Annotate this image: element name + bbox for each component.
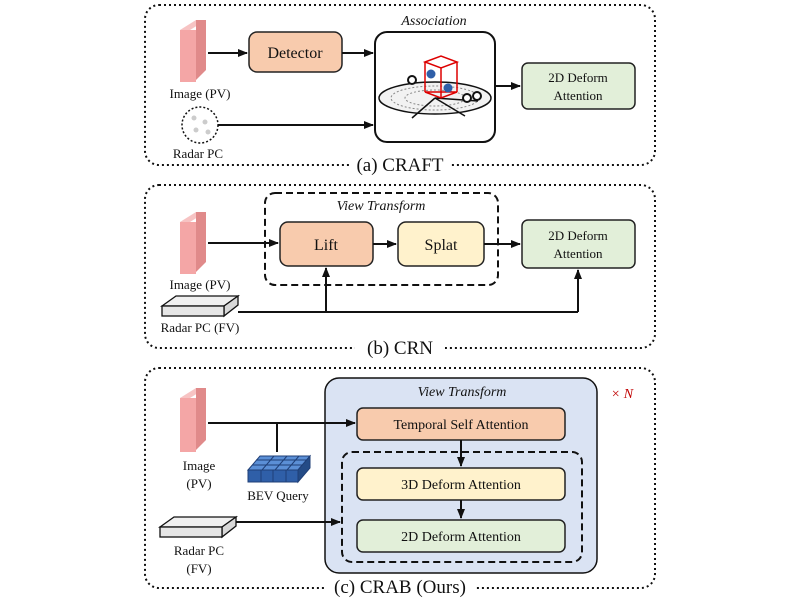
deform-line2-b: Attention [553, 246, 603, 261]
deform-2d-attention-label: 2D Deform Attention [401, 530, 521, 545]
view-transform-label-c: View Transform [418, 385, 507, 400]
radar-pc-fv-icon-b [159, 294, 241, 318]
radar-pc-icon [181, 106, 219, 144]
radar-pc-fv-label-b: Radar PC (FV) [161, 320, 240, 335]
radar-pc-label: Radar PC [173, 146, 223, 161]
bev-query-label: BEV Query [247, 488, 309, 503]
section-b-crn: (b) CRN View Transform Image (PV) Radar … [144, 184, 656, 359]
radar-line1-c: Radar PC [174, 543, 224, 558]
image-pv-icon-c [180, 388, 206, 452]
section-c-crab: (c) CRAB (Ours) View Transform × N Tempo… [144, 367, 656, 598]
bev-query-icon [246, 454, 312, 484]
lift-label: Lift [314, 237, 339, 254]
section-c-border [144, 367, 656, 589]
section-c-caption: (c) CRAB (Ours) [334, 577, 466, 598]
deform-attention-box-a [521, 62, 636, 110]
deform-2d-attention-box [356, 519, 566, 553]
radar-pc-fv-icon-c [157, 515, 239, 539]
image-pv-icon-b [180, 212, 206, 274]
splat-label: Splat [425, 237, 458, 254]
image-line1-c: Image [183, 458, 216, 473]
repeat-n-label: × N [611, 387, 634, 402]
section-a-caption: (a) CRAFT [356, 155, 443, 176]
image-pv-label: Image (PV) [169, 86, 230, 101]
temporal-self-attention-label: Temporal Self Attention [393, 418, 528, 433]
deform-line1-b: 2D Deform [548, 228, 608, 243]
association-scene-icon [378, 55, 492, 119]
deform-line2-a: Attention [553, 88, 603, 103]
image-pv-icon [180, 20, 206, 82]
radar-line2-c: (FV) [186, 561, 211, 576]
image-pv-label-b: Image (PV) [169, 277, 230, 292]
view-transform-label-b: View Transform [337, 199, 426, 214]
section-b-caption: (b) CRN [367, 338, 433, 359]
deform-attention-box-b [521, 219, 636, 269]
association-label: Association [400, 14, 466, 29]
section-a-craft: (a) CRAFT Image (PV) Radar PC Detector A… [144, 4, 656, 176]
deform-line1-a: 2D Deform [548, 70, 608, 85]
section-a-border [144, 4, 656, 166]
deform-3d-attention-label: 3D Deform Attention [401, 478, 521, 493]
view-transform-box-b [264, 192, 499, 286]
image-line2-c: (PV) [186, 476, 211, 491]
detector-label: Detector [267, 45, 323, 62]
